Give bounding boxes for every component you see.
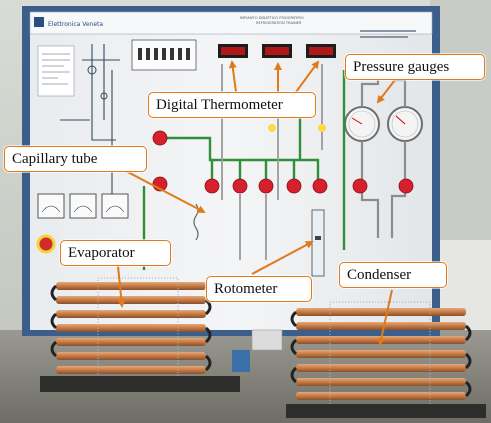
condenser-label: Condenser [339,262,447,288]
valve-knob-tops [268,124,326,132]
brand-logo [34,17,44,27]
evaporator-base [40,376,240,392]
arrow-condenser [377,289,393,346]
schematic-circle [100,92,108,100]
callout-arrows [117,60,399,346]
capillary-tube-label: Capillary tube [4,146,147,172]
arrow-capillary [119,167,206,213]
header-text-1: IMPIANTO DIDATTICO FRIGORIFERO [240,16,304,20]
panel-header [29,11,433,35]
arrow-rotometer [251,241,314,275]
red-valves [152,130,414,194]
rotometer-float [315,236,321,240]
diagram-sheet [37,45,75,97]
digital-thermometer-label: Digital Thermometer [148,92,316,118]
emergency-stop-button [36,234,56,254]
electrical-box [251,329,283,351]
condenser-coils [296,301,466,407]
evaporator-bends [50,284,212,372]
condenser-bends [290,310,472,398]
digital-thermometers [218,44,336,58]
arrow-thermometer-1 [228,60,237,93]
evaporator-coils [56,277,206,379]
brand-text: Elettronica Veneta [48,21,103,28]
arrow-evaporator [117,265,126,308]
condenser-base [286,404,486,418]
rotometer-tube [311,209,325,277]
header-text-2: REFRIGERATION TRAINER [256,21,302,25]
switch-row [138,48,190,60]
side-cabinet [440,240,491,330]
schematic-circle [87,65,97,75]
arrow-pressure-gauges [376,75,399,104]
analog-meters [37,193,129,219]
evaporator-label: Evaporator [60,240,171,266]
rotometer-label: Rotometer [206,276,312,302]
pressure-gauges-label: Pressure gauges [345,54,485,80]
panel-text-strips [360,30,416,38]
blue-fitting [232,350,250,372]
diagram-lines [42,53,70,85]
arrow-thermometer-3 [295,60,320,93]
